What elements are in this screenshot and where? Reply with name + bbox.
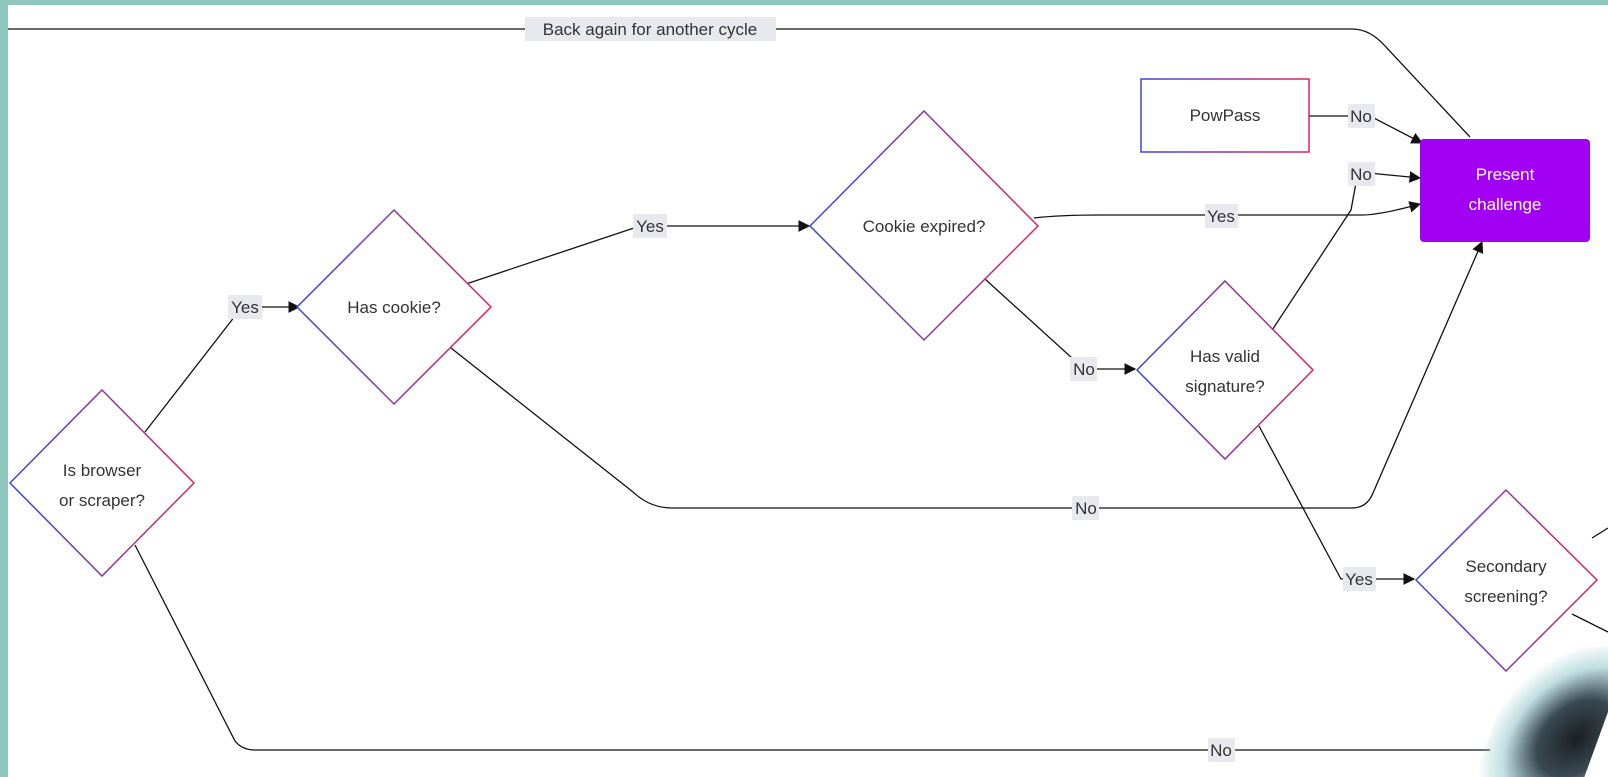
- decision-has-valid-signature: Has valid signature?: [1135, 279, 1315, 461]
- window-frame-left: [0, 0, 8, 777]
- svg-text:Yes: Yes: [636, 217, 664, 236]
- svg-text:challenge: challenge: [1469, 195, 1542, 214]
- svg-text:Cookie expired?: Cookie expired?: [863, 217, 986, 236]
- svg-text:Back again for another cycle: Back again for another cycle: [543, 20, 758, 39]
- decision-cookie-expired: Cookie expired?: [808, 109, 1040, 342]
- edge-back-again: [8, 28, 1471, 138]
- process-present-challenge: Present challenge: [1420, 139, 1590, 242]
- edge-label-powpass-no: No: [1348, 104, 1375, 128]
- edge-secondary-lower: [1571, 613, 1608, 633]
- svg-text:Is browser: Is browser: [63, 461, 142, 480]
- svg-text:PowPass: PowPass: [1190, 106, 1261, 125]
- svg-text:No: No: [1075, 499, 1097, 518]
- edge-label-signature-yes: Yes: [1343, 567, 1376, 591]
- edge-label-browser-yes: Yes: [228, 295, 262, 319]
- svg-text:Has valid: Has valid: [1190, 347, 1260, 366]
- svg-text:or scraper?: or scraper?: [59, 491, 145, 510]
- edge-expired-yes: [1033, 201, 1422, 219]
- edge-label-signature-no: No: [1348, 162, 1375, 186]
- svg-text:No: No: [1073, 360, 1095, 379]
- edge-browser-yes: [144, 301, 301, 433]
- window-frame-top: [0, 0, 1608, 5]
- process-powpass: PowPass: [1140, 78, 1310, 153]
- decision-browser-or-scraper: Is browser or scraper?: [8, 388, 196, 578]
- svg-text:Yes: Yes: [1345, 570, 1373, 589]
- svg-text:signature?: signature?: [1185, 377, 1264, 396]
- svg-text:Yes: Yes: [1207, 207, 1235, 226]
- edge-browser-no: [134, 544, 1490, 751]
- svg-text:Yes: Yes: [231, 298, 259, 317]
- edge-label-expired-yes: Yes: [1205, 204, 1238, 228]
- svg-text:Has cookie?: Has cookie?: [347, 298, 441, 317]
- edge-signature-no: [1262, 171, 1422, 345]
- edge-label-back-again: Back again for another cycle: [525, 17, 776, 41]
- edge-label-expired-no: No: [1070, 357, 1097, 381]
- edge-label-cookie-no: No: [1072, 496, 1099, 520]
- decision-secondary-screening: Secondary screening?: [1414, 488, 1599, 673]
- svg-text:No: No: [1350, 165, 1372, 184]
- edge-signature-yes: [1258, 425, 1416, 585]
- edge-expired-no: [984, 278, 1137, 375]
- svg-text:No: No: [1350, 107, 1372, 126]
- edge-secondary-upper: [1591, 527, 1608, 539]
- edge-cookie-no: [450, 240, 1484, 509]
- svg-text:Secondary: Secondary: [1465, 557, 1547, 576]
- decision-has-cookie: Has cookie?: [295, 208, 493, 406]
- edge-label-cookie-yes: Yes: [633, 214, 667, 238]
- svg-text:screening?: screening?: [1464, 587, 1547, 606]
- svg-text:Present: Present: [1476, 165, 1535, 184]
- edge-label-browser-no: No: [1208, 738, 1235, 762]
- svg-text:No: No: [1210, 741, 1232, 760]
